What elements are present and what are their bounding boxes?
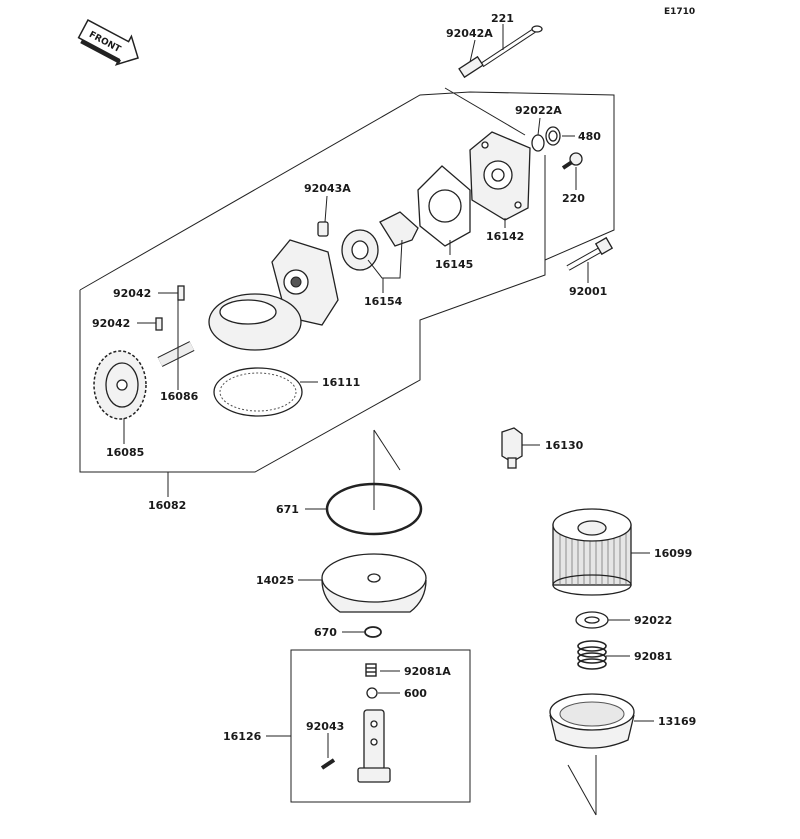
spring-92081: [577, 640, 607, 670]
pin-92042-bottom: [155, 317, 163, 331]
drawing-code: E1710: [664, 7, 695, 17]
relief-valve-body: [357, 709, 391, 783]
fitting-16130: [501, 427, 523, 469]
rotor-set-16154: [341, 211, 419, 271]
label-16085: 16085: [106, 446, 144, 459]
label-16130: 16130: [545, 439, 584, 452]
label-92022A: 92022A: [515, 104, 562, 117]
assembly-frame-16082: [79, 91, 615, 473]
oil-filter-16099: [552, 508, 632, 596]
label-92081: 92081: [634, 650, 672, 663]
label-92043A: 92043A: [304, 182, 351, 195]
label-220: 220: [562, 192, 585, 205]
washer-92022A: [531, 134, 545, 152]
label-671: 671: [276, 503, 299, 516]
label-16142: 16142: [486, 230, 524, 243]
label-16086: 16086: [160, 390, 199, 403]
spring-92081A: [365, 663, 377, 677]
label-480: 480: [578, 130, 601, 143]
relief-valve-frame-16126: [290, 649, 471, 803]
guide-line-bolt: [444, 87, 526, 136]
label-92043: 92043: [306, 720, 344, 733]
sprocket-16085: [93, 350, 147, 420]
filter-case-13169: [549, 693, 635, 749]
label-670: 670: [314, 626, 337, 639]
bolt-221: [480, 25, 543, 68]
pin-92042-top: [177, 285, 185, 301]
label-16082: 16082: [148, 499, 186, 512]
label-221: 221: [491, 12, 514, 25]
screw-220: [561, 152, 583, 170]
shaft-16086: [157, 341, 195, 367]
bolt-92001: [566, 236, 614, 271]
oring-670: [364, 626, 382, 638]
gasket-16145: [417, 165, 471, 247]
pump-cover-16142: [469, 131, 531, 221]
label-16126: 16126: [223, 730, 262, 743]
label-16111: 16111: [322, 376, 360, 389]
pin-92043: [320, 758, 336, 770]
leader-lines: [123, 24, 654, 758]
label-16145: 16145: [435, 258, 473, 271]
label-92042A: 92042A: [446, 27, 493, 40]
label-92042-bottom: 92042: [92, 317, 130, 330]
pin-92043A: [317, 221, 329, 237]
label-92042-top: 92042: [113, 287, 151, 300]
label-16154: 16154: [364, 295, 403, 308]
label-16099: 16099: [654, 547, 692, 560]
label-600: 600: [404, 687, 427, 700]
label-13169: 13169: [658, 715, 696, 728]
label-14025: 14025: [256, 574, 294, 587]
filter-cover-14025: [321, 553, 427, 613]
sleeve-92042A: [458, 55, 484, 79]
label-92081A: 92081A: [404, 665, 451, 678]
strainer-plate: [208, 293, 302, 351]
front-arrow-icon: FRONT: [77, 19, 139, 66]
label-92022: 92022: [634, 614, 672, 627]
label-92001: 92001: [569, 285, 607, 298]
screen-16111: [213, 367, 303, 417]
ball-600: [366, 687, 378, 699]
